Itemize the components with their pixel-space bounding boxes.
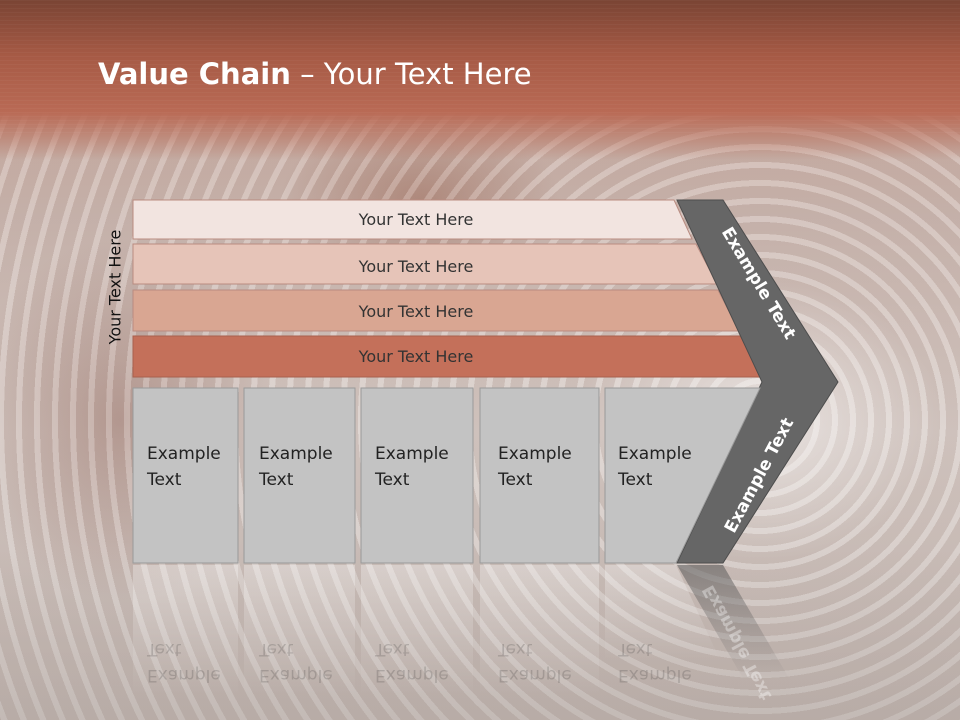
box-5[interactable]	[604, 387, 761, 564]
box-4-reflection	[480, 565, 599, 695]
chevron-reflection	[677, 565, 790, 680]
box-4-reflection-line2: Text	[497, 639, 533, 659]
box-3-line2: Text	[374, 470, 410, 490]
reflection-group: Example Text Example Text Example Text E…	[133, 565, 790, 703]
box-1-reflection	[133, 565, 238, 695]
box-4-reflection-line1: Example	[498, 665, 572, 685]
box-2-reflection-line2: Text	[258, 639, 294, 659]
box-1[interactable]	[132, 387, 239, 564]
header-texture	[0, 0, 960, 135]
box-5-line2: Text	[617, 470, 653, 490]
box-3-reflection	[361, 565, 473, 695]
box-5-line1: Example	[618, 444, 692, 464]
box-2-reflection	[244, 565, 355, 695]
box-4-line2: Text	[497, 470, 533, 490]
box-2-reflection-line1: Example	[259, 665, 333, 685]
slide-title: Value Chain – Your Text Here	[98, 54, 532, 94]
row-1-shape[interactable]	[132, 199, 693, 240]
box-3-reflection-line2: Text	[374, 639, 410, 659]
box-1-line2: Text	[146, 470, 182, 490]
box-5-reflection	[605, 565, 720, 660]
header-band	[0, 0, 960, 160]
title-rest: – Your Text Here	[290, 57, 532, 91]
box-3-reflection-line1: Example	[375, 665, 449, 685]
box-1-reflection-line2: Text	[146, 639, 182, 659]
box-1-line1: Example	[147, 444, 221, 464]
box-3-line1: Example	[375, 444, 449, 464]
box-5-reflection-line2: Text	[617, 639, 653, 659]
box-2-line1: Example	[259, 444, 333, 464]
row-2-label: Your Text Here	[358, 257, 474, 276]
box-2[interactable]	[243, 387, 356, 564]
box-2-line2: Text	[258, 470, 294, 490]
row-4-label: Your Text Here	[358, 347, 474, 366]
chevron-arrow[interactable]	[676, 199, 839, 564]
title-bold: Value Chain	[98, 57, 291, 91]
box-1-reflection-line1: Example	[147, 665, 221, 685]
box-4-line1: Example	[498, 444, 572, 464]
box-3[interactable]	[360, 387, 474, 564]
box-group: Example Text Example Text Example Text E…	[132, 387, 761, 564]
row-group: Your Text Here Your Text Here Your Text …	[132, 199, 764, 378]
row-1-label: Your Text Here	[358, 210, 474, 229]
row-3-label: Your Text Here	[358, 302, 474, 321]
box-5-reflection-line1: Example	[618, 665, 692, 685]
box-4[interactable]	[479, 387, 600, 564]
